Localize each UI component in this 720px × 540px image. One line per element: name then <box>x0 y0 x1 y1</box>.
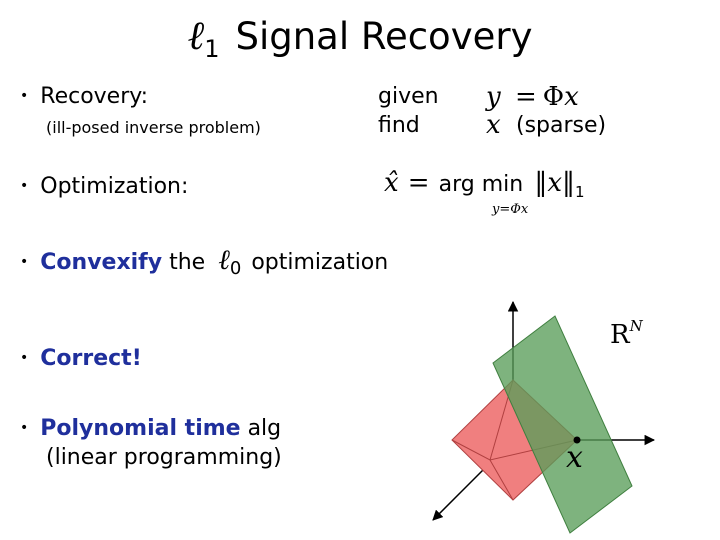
convexify-rest: optimization <box>251 250 389 275</box>
space-N: N <box>629 317 643 335</box>
bullet-dot: • <box>20 350 29 366</box>
bullet-optimization: • Optimization: <box>20 174 188 199</box>
bullet-dot: • <box>20 88 29 104</box>
bullet-correct: • Correct! <box>20 346 142 371</box>
title-text: Signal Recovery <box>235 15 533 58</box>
opt-norm: ‖x‖ <box>534 168 576 198</box>
polynomial-line2: (linear programming) <box>46 445 282 470</box>
find-label: find <box>378 113 420 138</box>
solution-point <box>573 436 581 444</box>
bullet-recovery: • Recovery: <box>20 84 148 109</box>
bullet-dot: • <box>20 420 29 436</box>
polynomial-bold: Polynomial time <box>40 416 241 441</box>
opt-norm-sub: 1 <box>575 183 585 201</box>
title-subscript: 1 <box>204 35 220 63</box>
polynomial-rest: alg <box>247 416 282 441</box>
bullet-convexify: • Convexify the ℓ0 optimization <box>20 243 389 279</box>
measurement-equation: y =Φx <box>486 82 579 112</box>
space-R: R <box>610 320 630 350</box>
opt-xhat: x̂ <box>384 168 399 198</box>
convexify-bold: Convexify <box>40 250 163 275</box>
find-x: x <box>486 110 501 140</box>
convexify-sub: 0 <box>229 258 242 279</box>
opt-constraint: y=Φx <box>492 202 529 217</box>
optimization-label: Optimization: <box>40 174 189 199</box>
sparse-label: (sparse) <box>516 113 607 138</box>
optimization-equation: x̂ = arg min ‖x‖1 <box>384 168 585 201</box>
opt-equals: = <box>407 168 430 198</box>
l1-ball-edge <box>489 459 514 501</box>
slide-title: ℓ1 Signal Recovery <box>0 12 720 63</box>
find-x-symbol: x <box>486 110 501 140</box>
eq-x: x <box>564 82 579 112</box>
bullet-polynomial: • Polynomial time alg <box>20 416 281 441</box>
recovery-note: (ill-posed inverse problem) <box>46 118 261 137</box>
given-label: given <box>378 84 439 109</box>
bullet-dot: • <box>20 254 29 270</box>
convexify-ell: ℓ <box>218 243 230 276</box>
eq-y: y <box>486 82 501 112</box>
space-label: RN <box>610 317 643 350</box>
eq-equals: = <box>514 82 537 112</box>
point-label: x <box>566 440 583 475</box>
opt-argmin: arg min <box>438 172 524 197</box>
constraint-plane <box>492 315 633 534</box>
eq-phi: Φ <box>542 82 565 112</box>
bullet-dot: • <box>20 178 29 194</box>
correct-label: Correct! <box>40 346 142 371</box>
recovery-label: Recovery: <box>40 84 149 109</box>
convexify-the: the <box>169 250 206 275</box>
ell-symbol: ℓ <box>187 13 205 59</box>
